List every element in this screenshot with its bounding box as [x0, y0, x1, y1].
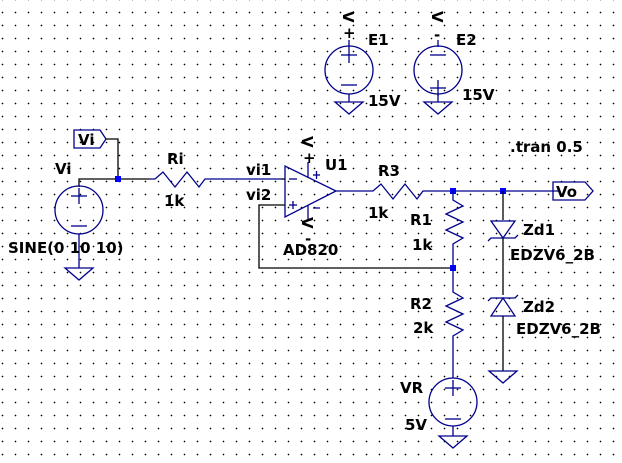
- ground-icon: [437, 435, 469, 449]
- vi-name: Vi: [55, 160, 72, 178]
- e2-polarity: -: [434, 26, 440, 44]
- net-vi2: vi2: [246, 186, 271, 204]
- resistor-r3[interactable]: [336, 182, 560, 201]
- zd1-model: EDZV6_2B: [510, 246, 595, 264]
- opamp-vminus-sign: -: [305, 230, 311, 248]
- vi-value: SINE(0 10 10): [8, 239, 124, 257]
- r2-value: 2k: [413, 319, 434, 337]
- e1-polarity: +: [343, 24, 356, 42]
- r1-name: R1: [410, 211, 432, 229]
- zd2-model: EDZV6_2B: [516, 320, 601, 338]
- resistor-ri[interactable]: [150, 170, 281, 189]
- junction: [115, 176, 121, 182]
- ri-name: Ri: [167, 150, 184, 168]
- opamp-model: AD820: [283, 241, 338, 259]
- zd2-name: Zd2: [523, 298, 555, 316]
- vr-name: VR: [400, 379, 424, 397]
- port-vi[interactable]: [73, 129, 107, 149]
- port-vo-label: Vo: [556, 183, 577, 201]
- vr-value: 5V: [405, 416, 427, 434]
- voltage-source-vi[interactable]: [54, 178, 150, 281]
- zd1-name: Zd1: [523, 221, 555, 239]
- e1-net-label: V: [339, 11, 357, 23]
- r1-value: 1k: [412, 236, 433, 254]
- r2-name: R2: [410, 295, 432, 313]
- resistor-r1[interactable]: [444, 191, 465, 268]
- ground-icon: [422, 101, 454, 115]
- opamp-vplus-sign: +: [303, 149, 316, 167]
- r3-value: 1k: [368, 204, 389, 222]
- net-vi1: vi1: [246, 161, 271, 179]
- e1-name: E1: [368, 31, 389, 49]
- e2-name: E2: [456, 31, 477, 49]
- e2-net-label: V: [428, 11, 446, 23]
- spice-directive[interactable]: .tran 0.5: [510, 138, 583, 156]
- voltage-source-e1[interactable]: [324, 40, 374, 115]
- opamp-name: U1: [325, 156, 348, 174]
- voltage-source-vr[interactable]: [428, 377, 478, 449]
- opamp-vminus-net: V: [298, 217, 316, 229]
- port-vi-label: Vi: [78, 131, 95, 149]
- port-vo[interactable]: [552, 181, 594, 201]
- opamp-u1[interactable]: [258, 162, 453, 269]
- ground-icon: [487, 370, 519, 384]
- e2-value: 15V: [462, 86, 495, 104]
- r3-name: R3: [378, 162, 400, 180]
- ground-icon: [333, 101, 365, 115]
- ri-value: 1k: [164, 192, 185, 210]
- ground-icon: [63, 267, 95, 281]
- zener-diode-zd2[interactable]: [487, 294, 519, 384]
- resistor-r2[interactable]: [444, 268, 465, 378]
- voltage-source-e2[interactable]: [413, 40, 463, 115]
- opamp-vplus-net: V: [298, 136, 316, 148]
- e1-value: 15V: [368, 92, 401, 110]
- zener-diode-zd1[interactable]: [487, 191, 519, 295]
